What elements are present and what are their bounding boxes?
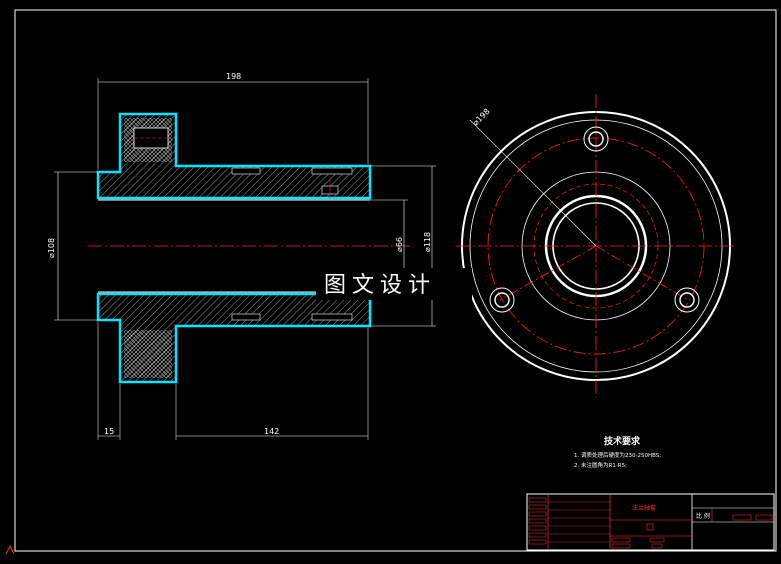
dim-overall-length: 198 xyxy=(226,72,241,81)
front-section-view: 198 ⌀108 ⌀66 ⌀118 15 142 xyxy=(47,72,436,440)
lower-groove-2 xyxy=(311,313,353,321)
drawing-frame xyxy=(14,9,777,552)
tech-req-title: 技术要求 xyxy=(604,435,641,447)
tech-req-note-1: 1. 调质处理后硬度为230-250HBS; xyxy=(574,451,661,459)
upper-bolt-pocket xyxy=(133,127,169,149)
title-block: 法兰轴套 比 例 xyxy=(526,493,775,551)
dim-shaft-length: 142 xyxy=(264,427,279,436)
bolt-hole-left xyxy=(489,287,515,313)
title-block-part-name: 法兰轴套 xyxy=(632,504,656,512)
technical-requirements: 技术要求 1. 调质处理后硬度为230-250HBS; 2. 未注圆角为R1-R… xyxy=(574,435,661,469)
lower-knurl xyxy=(124,330,172,378)
watermark: 图文设计 xyxy=(324,273,436,298)
bolt-hole-top xyxy=(583,126,609,152)
side-view: ⌀198 xyxy=(456,94,736,398)
ucs-icon xyxy=(5,544,15,555)
tech-req-note-2: 2. 未注圆角为R1-R5; xyxy=(574,461,627,469)
bolt-hole-right xyxy=(674,287,700,313)
upper-groove-2 xyxy=(311,167,353,175)
dim-bore-diameter: ⌀66 xyxy=(395,237,404,252)
dim-flange-width: 15 xyxy=(104,427,114,436)
dim-right-diameter: ⌀118 xyxy=(423,232,432,252)
dim-outer-diameter: ⌀198 xyxy=(471,107,492,128)
outer-diameter-leader xyxy=(469,119,597,247)
lower-groove-1 xyxy=(231,313,261,321)
title-block-scale-label: 比 例 xyxy=(696,512,710,520)
upper-groove-1 xyxy=(231,167,261,175)
dim-left-diameter: ⌀108 xyxy=(47,238,56,258)
